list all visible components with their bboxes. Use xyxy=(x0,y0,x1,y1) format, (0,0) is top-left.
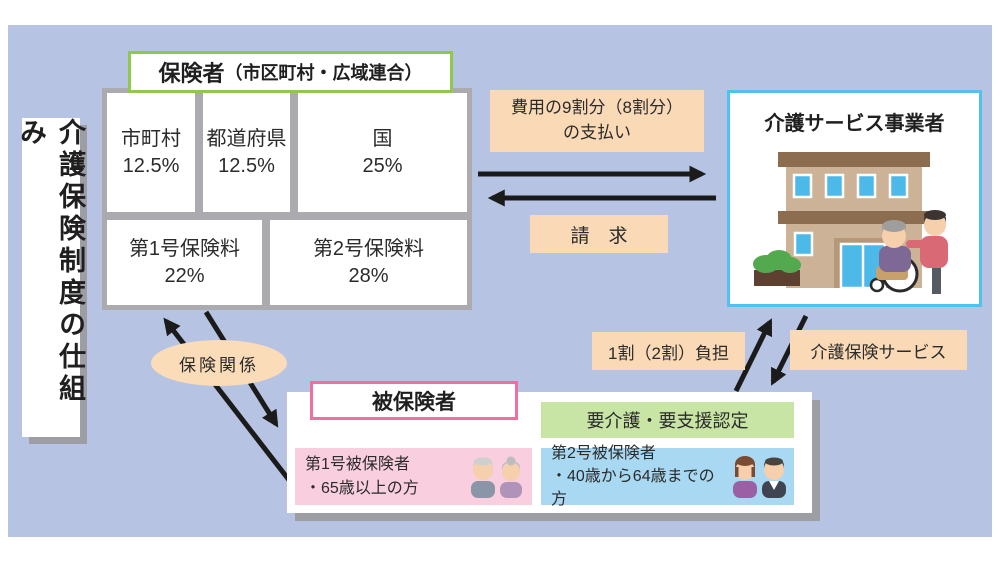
funding-cell-prefecture: 都道府県 12.5% xyxy=(203,93,290,212)
care-facility-illustration xyxy=(753,152,948,294)
payment-label: 費用の9割分（8割分） の支払い xyxy=(490,90,704,152)
cell-label: 都道府県 xyxy=(206,127,287,150)
claim-label: 請 求 xyxy=(530,215,668,253)
insured-no1-line2: ・65歳以上の方 xyxy=(305,479,419,497)
funding-cell-premium2: 第2号保険料 28% xyxy=(270,220,467,305)
adult-couple-icon xyxy=(733,455,786,498)
insured-no1-text: 第1号被保険者 ・65歳以上の方 xyxy=(295,453,468,499)
funding-cell-premium1: 第1号保険料 22% xyxy=(107,220,262,305)
cell-value: 25% xyxy=(362,154,403,177)
funding-cell-nation: 国 25% xyxy=(298,93,467,212)
funding-table: 市町村 12.5% 都道府県 12.5% 国 25% 第1号保険料 22% 第2… xyxy=(102,88,472,310)
elderly-couple-icon xyxy=(471,456,522,498)
insurance-relation-label: 保険関係 xyxy=(151,340,287,386)
service-label: 介護保険サービス xyxy=(790,330,967,370)
care-provider-title: 介護サービス事業者 xyxy=(764,113,945,135)
service-arrow xyxy=(770,314,809,386)
copay-label: 1割（2割）負担 xyxy=(592,332,745,370)
care-provider-box: 介護サービス事業者 xyxy=(727,90,982,307)
cell-value: 12.5% xyxy=(122,154,180,177)
insured-no1-box: 第1号被保険者 ・65歳以上の方 xyxy=(295,448,532,505)
insured-no2-box: 第2号被保険者 ・40歳から64歳までの方 xyxy=(541,445,794,508)
funding-cell-municipality: 市町村 12.5% xyxy=(107,93,195,212)
insurer-heading-sub: （市区町村・広域連合） xyxy=(224,63,423,83)
insured-heading: 被保険者 xyxy=(310,381,518,420)
cell-label: 第1号保険料 xyxy=(128,237,241,260)
insurer-heading: 保険者 （市区町村・広域連合） xyxy=(128,51,453,93)
insured-no2-text: 第2号被保険者 ・40歳から64歳までの方 xyxy=(541,442,730,512)
page-title: 介護保険制度の仕組み xyxy=(16,118,85,437)
insured-no2-line2: ・40歳から64歳までの方 xyxy=(551,467,715,509)
insured-no1-line1: 第1号被保険者 xyxy=(305,456,410,474)
payment-label-line1: 費用の9割分（8割分） xyxy=(511,98,683,118)
certification-label: 要介護・要支援認定 xyxy=(541,402,794,438)
insurer-heading-main: 保険者 xyxy=(158,61,225,86)
copay-arrow xyxy=(733,318,773,393)
cell-value: 28% xyxy=(348,264,389,287)
insured-no2-line1: 第2号被保険者 xyxy=(551,444,656,462)
cell-value: 12.5% xyxy=(218,154,275,177)
payment-label-line2: の支払い xyxy=(563,123,631,142)
cell-label: 第2号保険料 xyxy=(312,237,425,260)
cell-label: 国 xyxy=(372,127,393,150)
cell-label: 市町村 xyxy=(121,127,181,150)
cell-value: 22% xyxy=(164,264,205,287)
